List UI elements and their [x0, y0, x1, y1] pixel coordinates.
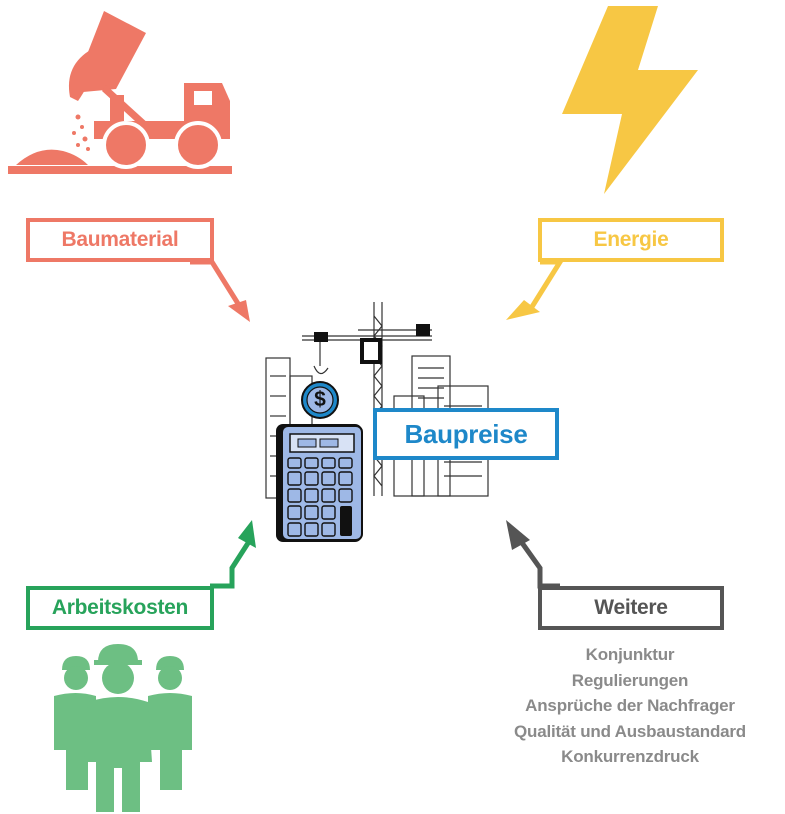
label-weitere: Weitere	[538, 586, 724, 630]
lightning-bolt-icon	[562, 6, 698, 194]
weitere-item: Konjunktur	[585, 645, 675, 664]
label-energie: Energie	[538, 218, 724, 262]
label-baumaterial: Baumaterial	[26, 218, 214, 262]
weitere-list: Konjunktur Regulierungen Ansprüche der N…	[470, 642, 785, 770]
weitere-item: Qualität und Ausbaustandard	[514, 721, 746, 741]
dollar-coin-icon: $	[314, 388, 326, 411]
label-baupreise: Baupreise	[373, 408, 559, 460]
construction-workers-icon	[54, 644, 192, 812]
label-arbeitskosten: Arbeitskosten	[26, 586, 214, 630]
center-illustration	[265, 302, 489, 542]
dump-truck-icon	[8, 11, 232, 174]
weitere-item: Konkurrenzdruck	[561, 747, 699, 766]
weitere-item: Regulierungen	[571, 670, 689, 690]
weitere-item: Ansprüche der Nachfrager	[525, 696, 735, 715]
